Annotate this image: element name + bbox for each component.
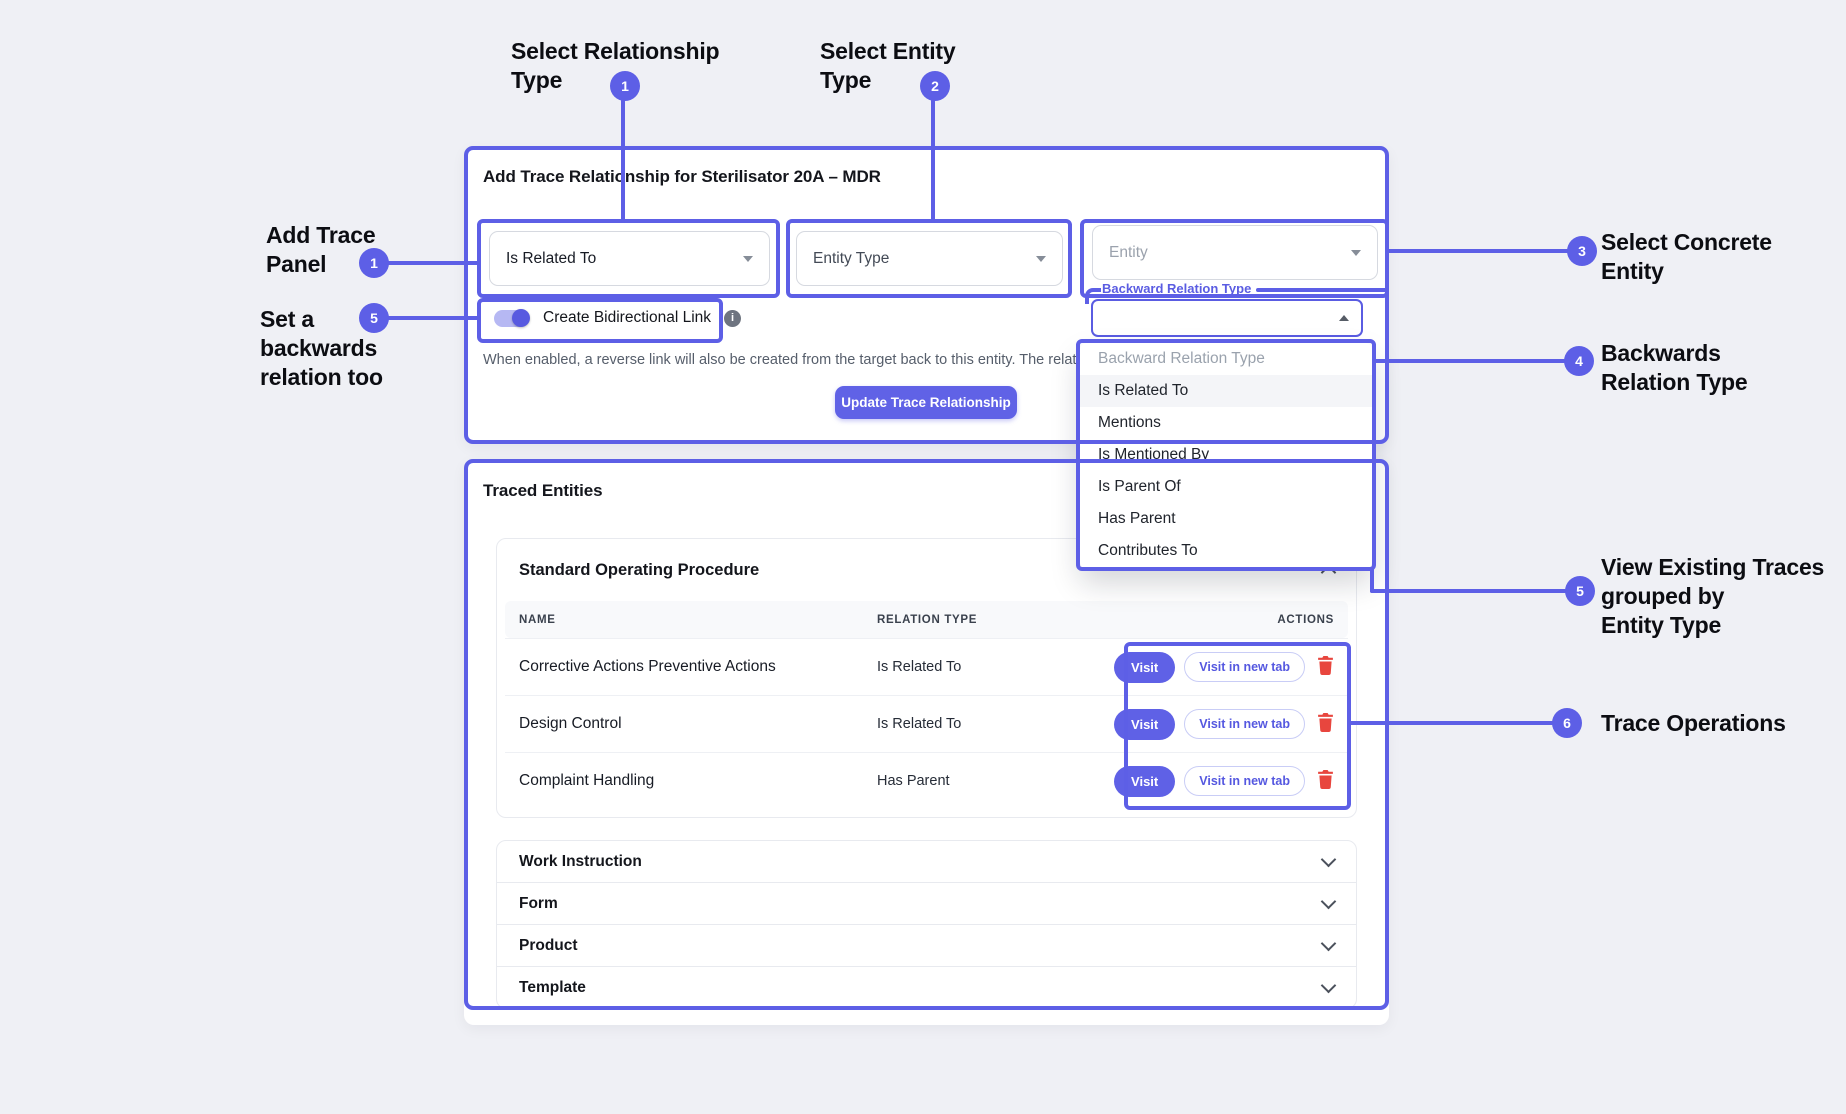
annotation-line-backwards-type	[1374, 359, 1566, 363]
callout-select-relationship-type: Select Relationship Type	[511, 38, 720, 93]
table-row: Corrective Actions Preventive Actions Is…	[505, 638, 1348, 695]
trace-relation-type: Has Parent	[877, 773, 950, 789]
dropdown-placeholder-option: Backward Relation Type	[1098, 350, 1265, 367]
entity-select[interactable]: Entity	[1092, 225, 1378, 280]
relationship-type-select[interactable]: Is Related To	[489, 231, 770, 286]
badge-3-right: 3	[1567, 236, 1597, 266]
info-icon[interactable]: i	[724, 309, 742, 327]
delete-trace-button[interactable]	[1317, 770, 1334, 792]
group-title: Template	[519, 978, 586, 996]
trash-icon	[1317, 770, 1334, 792]
chevron-down-icon	[1036, 255, 1046, 262]
relationship-type-value: Is Related To	[506, 249, 597, 267]
group-title: Form	[519, 894, 558, 912]
group-header[interactable]: Standard Operating Procedure	[497, 539, 1356, 601]
bidirectional-toggle-label: Create Bidirectional Link	[543, 309, 712, 326]
dropdown-option[interactable]: Has Parent	[1098, 510, 1176, 527]
badge-5-right: 5	[1565, 576, 1595, 606]
callout-add-trace-panel: Add Trace Panel	[266, 222, 376, 277]
chevron-down-icon	[1351, 249, 1361, 256]
dropdown-option[interactable]: Is Related To	[1080, 375, 1372, 407]
badge-6-right: 6	[1552, 708, 1582, 738]
group-standard-operating-procedure: Standard Operating Procedure NAME RELATI…	[496, 538, 1357, 818]
badge-4-right: 4	[1564, 346, 1594, 376]
trace-name: Design Control	[519, 715, 622, 732]
callout-view-existing-traces: View Existing Traces grouped by Entity T…	[1601, 554, 1825, 638]
trace-relation-type: Is Related To	[877, 659, 962, 675]
badge-2-top: 2	[920, 71, 950, 101]
backward-relation-label: Backward Relation Type	[1102, 281, 1252, 296]
group-title: Product	[519, 936, 578, 954]
table-row: Complaint Handling Has Parent Visit Visi…	[505, 752, 1348, 809]
column-header-name: NAME	[519, 613, 556, 626]
bidirectional-toggle[interactable]	[494, 308, 530, 328]
collapsed-groups-list: Work Instruction Form Product Template	[496, 840, 1357, 1009]
badge-1-top: 1	[610, 71, 640, 101]
entity-placeholder: Entity	[1109, 243, 1148, 261]
table-header-row: NAME RELATION TYPE ACTIONS	[505, 601, 1348, 638]
group-template[interactable]: Template	[497, 966, 1356, 1008]
callout-select-entity-type: Select Entity Type	[820, 38, 956, 93]
group-product[interactable]: Product	[497, 924, 1356, 966]
bidirectional-helper-text: When enabled, a reverse link will also b…	[483, 352, 1190, 368]
group-title: Work Instruction	[519, 852, 642, 870]
bidirectional-toggle-row: Create Bidirectional Link i	[494, 306, 742, 330]
callout-backwards-relation-type: Backwards Relation Type	[1601, 340, 1748, 395]
badge-5-left: 5	[359, 303, 389, 333]
update-trace-relationship-button[interactable]: Update Trace Relationship	[835, 386, 1017, 419]
entity-type-placeholder: Entity Type	[813, 249, 890, 267]
group-form[interactable]: Form	[497, 882, 1356, 924]
column-header-relation-type: RELATION TYPE	[877, 613, 978, 626]
trace-name: Corrective Actions Preventive Actions	[519, 658, 776, 675]
chevron-down-icon	[1320, 851, 1337, 868]
visit-button[interactable]: Visit	[1114, 651, 1176, 683]
visit-button[interactable]: Visit	[1114, 708, 1176, 740]
chevron-down-icon	[1320, 893, 1337, 910]
toggle-knob	[512, 309, 530, 327]
trash-icon	[1317, 713, 1334, 735]
traced-entities-title: Traced Entities	[483, 481, 603, 500]
backward-relation-dropdown: Backward Relation Type Is Related To Men…	[1080, 343, 1372, 569]
visit-button[interactable]: Visit	[1114, 765, 1176, 797]
annotation-line-view-existing	[1370, 589, 1567, 593]
chevron-down-icon	[1320, 977, 1337, 994]
group-title: Standard Operating Procedure	[519, 560, 760, 579]
dropdown-option[interactable]: Is Parent Of	[1098, 478, 1181, 495]
dropdown-option[interactable]: Contributes To	[1098, 542, 1198, 559]
annotation-line-select-concrete	[1387, 249, 1569, 253]
delete-trace-button[interactable]	[1317, 656, 1334, 678]
visit-new-tab-button[interactable]: Visit in new tab	[1184, 766, 1305, 796]
visit-new-tab-button[interactable]: Visit in new tab	[1184, 652, 1305, 682]
dropdown-option[interactable]: Is Mentioned By	[1098, 446, 1210, 463]
chevron-down-icon	[743, 255, 753, 262]
chevron-up-icon	[1339, 315, 1349, 321]
entity-type-select[interactable]: Entity Type	[796, 231, 1063, 286]
callout-select-concrete-entity: Select Concrete Entity	[1601, 229, 1772, 284]
add-trace-title: Add Trace Relationship for Sterilisator …	[483, 167, 881, 186]
badge-1-left: 1	[359, 248, 389, 278]
traces-table: NAME RELATION TYPE ACTIONS Corrective Ac…	[505, 601, 1348, 809]
column-header-actions: ACTIONS	[1277, 613, 1334, 626]
chevron-down-icon	[1320, 935, 1337, 952]
callout-trace-operations: Trace Operations	[1601, 710, 1786, 736]
backward-relation-select[interactable]	[1091, 299, 1363, 337]
dropdown-option[interactable]: Mentions	[1098, 414, 1161, 431]
callout-set-backwards-relation: Set a backwards relation too	[260, 306, 383, 390]
visit-new-tab-button[interactable]: Visit in new tab	[1184, 709, 1305, 739]
trace-relation-type: Is Related To	[877, 716, 962, 732]
delete-trace-button[interactable]	[1317, 713, 1334, 735]
group-work-instruction[interactable]: Work Instruction	[497, 841, 1356, 882]
trace-name: Complaint Handling	[519, 772, 655, 789]
table-row: Design Control Is Related To Visit Visit…	[505, 695, 1348, 752]
trash-icon	[1317, 656, 1334, 678]
